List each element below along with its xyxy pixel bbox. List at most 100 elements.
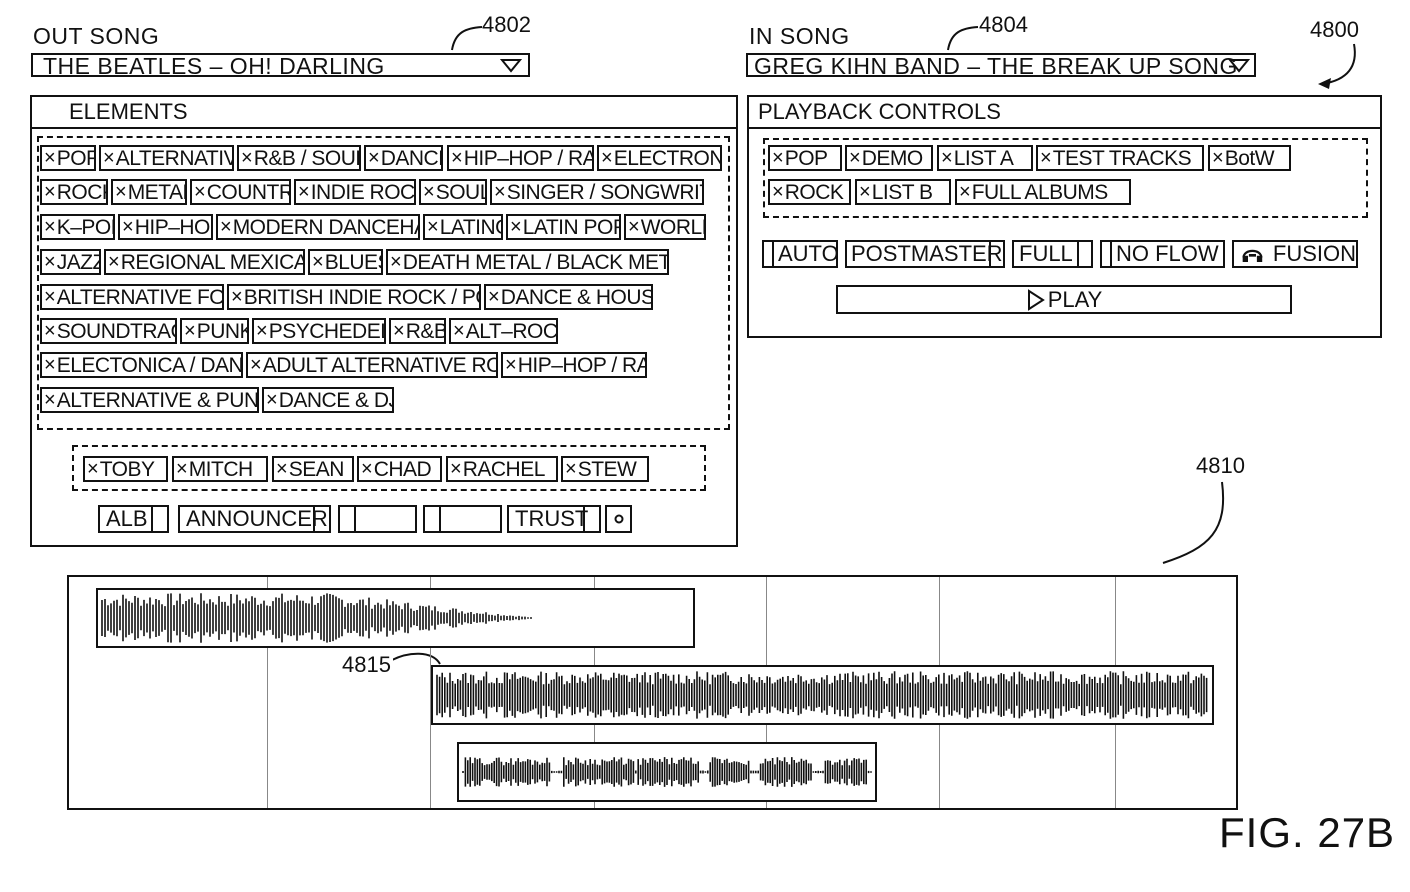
tag-label: DANCE xyxy=(380,146,441,170)
playback-tag[interactable]: ×LIST A xyxy=(937,145,1033,171)
genre-tag[interactable]: ×ELECTONICA / DANCE xyxy=(40,352,243,378)
full-mode-button[interactable]: FULL xyxy=(1012,240,1093,268)
playback-tag[interactable]: ×FULL ALBUMS xyxy=(955,179,1131,205)
trust-toggle[interactable]: TRUST xyxy=(507,505,601,533)
playback-tag[interactable]: ×DEMO xyxy=(845,145,933,171)
tag-label: K–POP xyxy=(56,215,113,239)
out-song-select[interactable]: THE BEATLES – OH! DARLING xyxy=(31,53,530,79)
out-song-waveform-clip[interactable] xyxy=(96,588,695,648)
playback-tag[interactable]: ×ROCK xyxy=(768,179,851,205)
genre-tag[interactable]: ×LATIN POP xyxy=(506,214,621,240)
settings-dot-button[interactable] xyxy=(605,505,632,533)
remove-x-icon: × xyxy=(941,147,953,169)
tag-label: POP xyxy=(56,146,96,170)
remove-x-icon: × xyxy=(298,181,310,203)
genre-tag[interactable]: ×MODERN DANCEHALL xyxy=(216,214,420,240)
remove-x-icon: × xyxy=(184,320,196,342)
play-label: PLAY xyxy=(1047,286,1103,312)
genre-tag[interactable]: ×R&B xyxy=(389,318,446,344)
clip-ref-label: 4815 xyxy=(340,652,393,677)
genre-tag[interactable]: ×DEATH METAL / BLACK METAL xyxy=(386,249,669,275)
genre-tag[interactable]: ×BRITISH INDIE ROCK / POP xyxy=(227,284,481,310)
genre-tag[interactable]: ×REGIONAL MEXICANO xyxy=(104,249,305,275)
play-button[interactable]: PLAY xyxy=(836,285,1292,314)
blank-toggle-1[interactable] xyxy=(338,505,417,533)
genre-tag[interactable]: ×LATINO xyxy=(423,214,503,240)
remove-x-icon: × xyxy=(368,147,380,169)
tag-label: WORLD xyxy=(640,215,704,239)
tag-label: COUNTRY xyxy=(206,180,289,204)
genre-tag[interactable]: ×BLUES xyxy=(308,249,383,275)
genre-tag[interactable]: ×PUNK xyxy=(180,318,249,344)
tag-label: ALTERNATIVE xyxy=(115,146,232,170)
genre-tag[interactable]: ×COUNTRY xyxy=(190,179,291,205)
genre-tag[interactable]: ×K–POP xyxy=(40,214,115,240)
genre-tag[interactable]: ×SINGER / SONGWRITER xyxy=(490,179,704,205)
blank-toggle-2[interactable] xyxy=(423,505,502,533)
remove-x-icon: × xyxy=(505,354,517,376)
tag-label: CHAD xyxy=(373,457,432,481)
genre-tag[interactable]: ×METAL xyxy=(111,179,187,205)
out-song-value: THE BEATLES – OH! DARLING xyxy=(43,53,385,79)
postmaster-mode-button[interactable]: POSTMASTER xyxy=(845,240,1005,268)
fusion-mode-button[interactable]: FUSION xyxy=(1232,240,1358,268)
genre-tag[interactable]: ×ALTERNATIVE & PUNK xyxy=(40,387,259,413)
remove-x-icon: × xyxy=(44,389,56,411)
genre-tag[interactable]: ×DANCE & DJ xyxy=(262,387,394,413)
remove-x-icon: × xyxy=(494,181,506,203)
playback-tag[interactable]: ×POP xyxy=(768,145,842,171)
person-tag[interactable]: ×TOBY xyxy=(83,456,168,482)
genre-tag[interactable]: ×POP xyxy=(40,145,96,171)
elements-panel-title: ELEMENTS xyxy=(69,99,188,124)
tag-label: MODERN DANCEHALL xyxy=(232,215,418,239)
genre-tag[interactable]: ×INDIE ROCK xyxy=(294,179,416,205)
tag-label: R&B / SOUL xyxy=(253,146,361,170)
overlay-waveform xyxy=(462,757,872,787)
trust-label: TRUST xyxy=(515,506,589,531)
genre-tag[interactable]: ×ADULT ALTERNATIVE ROCK xyxy=(246,352,498,378)
dot-icon xyxy=(614,514,623,524)
remove-x-icon: × xyxy=(122,216,134,238)
tag-label: REGIONAL MEXICANO xyxy=(120,250,305,274)
genre-tag[interactable]: ×JAZZ xyxy=(40,249,101,275)
alb-toggle[interactable]: ALB xyxy=(98,505,169,533)
genre-tag[interactable]: ×R&B / SOUL xyxy=(237,145,361,171)
playback-tag[interactable]: ×BotW xyxy=(1208,145,1291,171)
auto-mode-label: AUTO xyxy=(778,241,839,266)
genre-tag[interactable]: ×ROCK xyxy=(40,179,108,205)
genre-tag[interactable]: ×HIP–HOP xyxy=(118,214,213,240)
genre-tag[interactable]: ×ALTERNATIVE xyxy=(99,145,234,171)
overlay-waveform-clip[interactable] xyxy=(457,742,877,802)
genre-tag[interactable]: ×WORLD xyxy=(624,214,706,240)
announcer-toggle[interactable]: ANNOUNCER xyxy=(178,505,331,533)
playback-tag[interactable]: ×LIST B xyxy=(855,179,951,205)
playback-tag[interactable]: ×TEST TRACKS xyxy=(1036,145,1204,171)
in-song-select[interactable]: GREG KIHN BAND – THE BREAK UP SONG xyxy=(746,53,1256,79)
in-song-value: GREG KIHN BAND – THE BREAK UP SONG xyxy=(754,53,1238,79)
genre-tag[interactable]: ×SOUL xyxy=(419,179,487,205)
person-tag[interactable]: ×CHAD xyxy=(357,456,442,482)
tag-label: RACHEL xyxy=(462,457,546,481)
genre-tag[interactable]: ×PSYCHEDELIC xyxy=(252,318,386,344)
tag-label: DEMO xyxy=(861,146,924,170)
genre-tag[interactable]: ×ELECTRONIC xyxy=(597,145,722,171)
genre-tag[interactable]: ×DANCE xyxy=(364,145,443,171)
no-flow-mode-button[interactable]: NO FLOW xyxy=(1100,240,1225,268)
auto-mode-button[interactable]: AUTO xyxy=(762,240,839,268)
person-tag[interactable]: ×STEW xyxy=(561,456,649,482)
tag-label: TEST TRACKS xyxy=(1052,146,1192,170)
waveform-timeline[interactable] xyxy=(67,575,1238,810)
genre-tag[interactable]: ×SOUNDTRACK xyxy=(40,318,177,344)
remove-x-icon: × xyxy=(194,181,206,203)
genre-tag[interactable]: ×ALTERNATIVE FOLK xyxy=(40,284,224,310)
person-tag[interactable]: ×MITCH xyxy=(172,456,268,482)
remove-x-icon: × xyxy=(220,216,232,238)
person-tag[interactable]: ×RACHEL xyxy=(446,456,558,482)
tag-label: DANCE & DJ xyxy=(278,388,394,412)
genre-tag[interactable]: ×ALT–ROCK xyxy=(449,318,558,344)
genre-tag[interactable]: ×DANCE & HOUSE xyxy=(484,284,653,310)
genre-tag[interactable]: ×HIP–HOP / RAP xyxy=(447,145,594,171)
person-tag[interactable]: ×SEAN xyxy=(272,456,354,482)
in-song-waveform-clip[interactable] xyxy=(431,665,1214,725)
genre-tag[interactable]: ×HIP–HOP / RAP xyxy=(501,352,647,378)
